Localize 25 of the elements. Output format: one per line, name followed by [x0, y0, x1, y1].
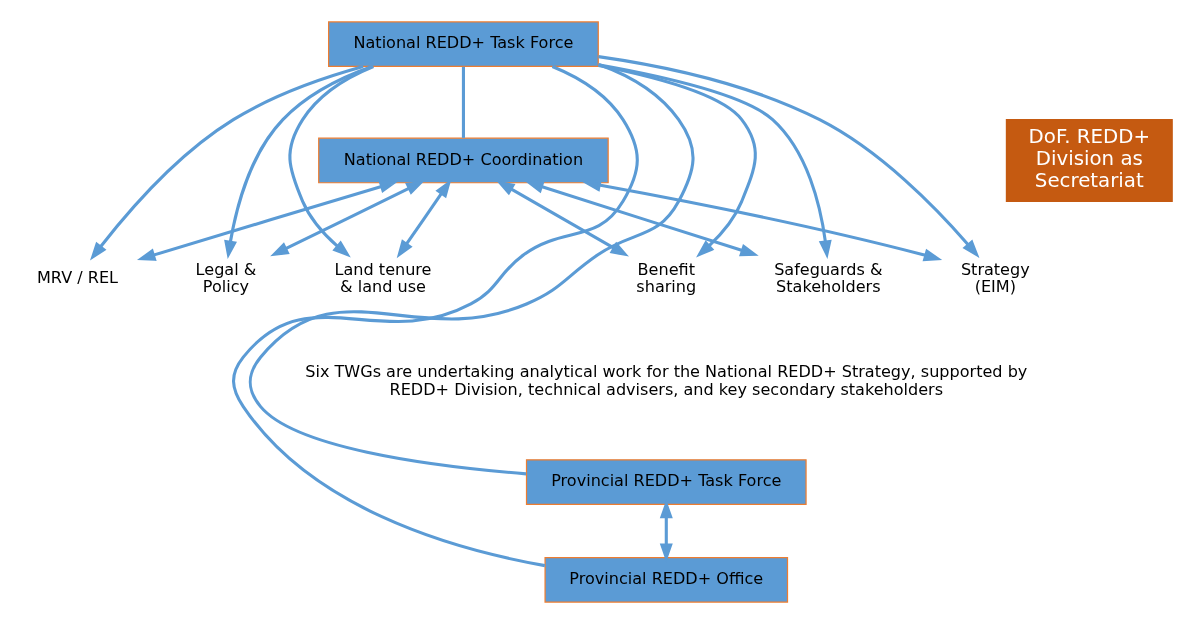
connector	[461, 66, 465, 138]
arrow	[224, 64, 373, 259]
arrow	[89, 64, 364, 261]
node-box: National REDD+ Coordination	[318, 137, 609, 183]
node-text: Strategy (EIM)	[960, 259, 1030, 296]
arrow	[525, 180, 759, 256]
node-box: DoF. REDD+ Division as Secretariat	[1005, 118, 1173, 202]
arrow	[598, 54, 980, 258]
node-box: National REDD+ Task Force	[328, 20, 599, 67]
arrow	[496, 179, 629, 257]
arrow	[270, 180, 425, 256]
node-text: Land tenure & land use	[334, 259, 432, 296]
node-text: Legal & Policy	[195, 259, 257, 296]
arrow	[288, 64, 375, 257]
node-box: Provincial REDD+ Task Force	[525, 458, 807, 505]
node-box: Provincial REDD+ Office	[544, 556, 789, 603]
arrow	[137, 180, 399, 261]
connector	[232, 64, 639, 567]
node-text: MRV / REL	[37, 267, 119, 287]
arrow	[598, 62, 832, 259]
node-text: Safeguards & Stakeholders	[774, 259, 883, 296]
label: Six TWGs are undertaking analytical work for the National REDD+ Strategy, supported by REDD+ Division, technical advisers, and key secondary stakeholders	[305, 361, 1028, 399]
node-text: Benefit sharing	[636, 259, 697, 296]
connector	[248, 62, 695, 475]
arrow	[598, 63, 757, 257]
